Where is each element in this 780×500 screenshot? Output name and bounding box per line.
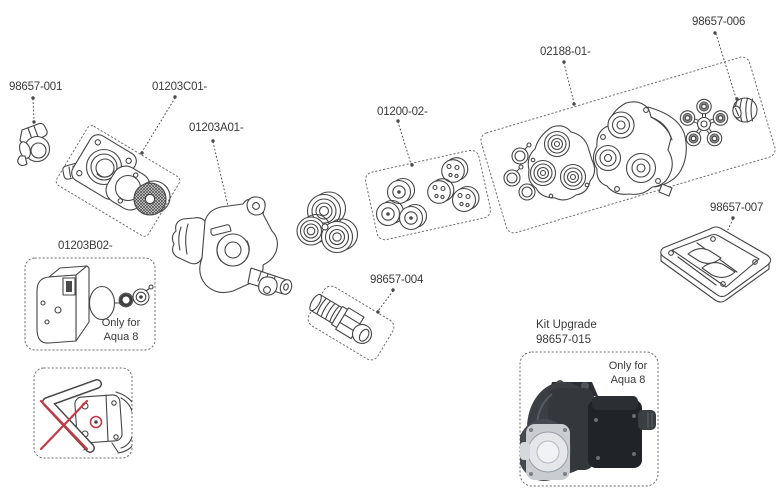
part-switch-cap	[132, 284, 154, 306]
upper-housing-kit-box	[480, 56, 776, 234]
service-note-group	[39, 379, 132, 454]
part-label-98657-007: 98657-007	[710, 202, 764, 214]
part-o-rings	[503, 142, 539, 201]
part-elbow-fitting	[17, 122, 51, 167]
service-note-box	[33, 367, 133, 459]
part-label-01203A01: 01203A01-	[189, 122, 244, 134]
only-for-note-kit-upgrade: Only for Aqua 8	[608, 360, 648, 386]
part-strainer-fitting	[309, 293, 373, 345]
part-pressure-switch	[36, 265, 90, 344]
pump-head-kit-box	[55, 125, 181, 237]
valve-kit-box	[364, 149, 492, 241]
pressure-switch-kit-box	[24, 257, 156, 351]
red-x-annotation	[39, 399, 89, 451]
part-ribbed-plug	[732, 97, 758, 123]
leader-lines	[31, 31, 739, 314]
part-switch-diaphragm	[88, 285, 124, 321]
only-for-note-pressure-switch: Only for Aqua 8	[101, 317, 141, 343]
group-boxes	[24, 56, 776, 487]
part-upper-housing	[592, 101, 687, 197]
part-valve-kit	[375, 157, 480, 231]
part-label-01200-02: 01200-02-	[377, 106, 428, 118]
part-label-98657-001: 98657-001	[9, 81, 63, 93]
kit-pump-photo	[520, 380, 656, 481]
part-motor-housing	[171, 196, 293, 296]
kit-upgrade-box	[519, 351, 659, 487]
part-mesh-filter	[133, 180, 171, 216]
part-label-98657-006: 98657-006	[692, 16, 746, 28]
part-diaphragm-plate	[527, 125, 596, 201]
part-label-02188-01: 02188-01-	[540, 46, 591, 58]
part-label-01203B02: 01203B02-	[58, 240, 113, 252]
kit-upgrade-line1: Kit Upgrade	[536, 319, 597, 331]
part-wobble-assembly	[296, 191, 359, 254]
part-spider-bearing	[679, 98, 729, 147]
kit-upgrade-line2: 98657-015	[536, 334, 591, 346]
kit-upgrade-label: Kit Upgrade 98657-015	[536, 318, 597, 348]
part-label-98657-004: 98657-004	[370, 274, 424, 286]
part-switch-o-ring	[118, 292, 134, 308]
part-mounting-base	[660, 226, 772, 303]
red-circle-annotation	[89, 415, 103, 429]
part-label-01203C01: 01203C01-	[152, 81, 208, 93]
